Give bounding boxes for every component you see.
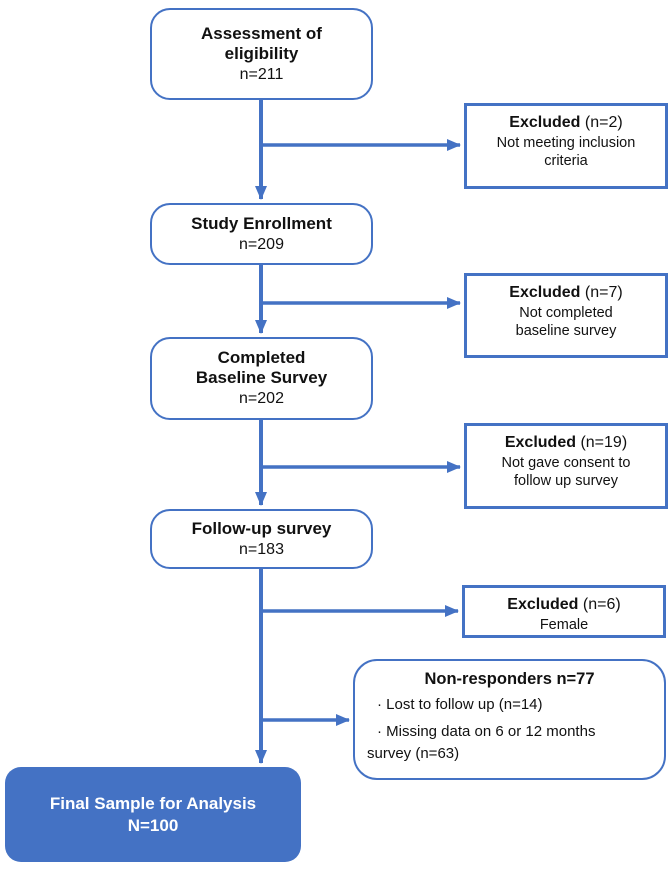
excluded-box-2: Excluded (n=7) Not completed baseline su… xyxy=(464,273,668,358)
non-responders-bullet-1: · Lost to follow up (n=14) xyxy=(377,696,543,713)
box-title: Study Enrollment xyxy=(191,213,332,233)
box-count: n=183 xyxy=(239,540,284,558)
excluded-box-4: Excluded (n=6) Female xyxy=(462,585,666,638)
non-responders-title: Non-responders n=77 xyxy=(424,670,595,688)
excluded-count: (n=2) xyxy=(580,114,623,131)
box-title: Follow-up survey xyxy=(191,518,332,538)
flow-box-followup-survey: Follow-up survey n=183 xyxy=(150,509,373,569)
excluded-box-3: Excluded (n=19) Not gave consent to foll… xyxy=(464,423,668,509)
box-title: Completed Baseline Survey xyxy=(195,348,328,388)
box-title: Assessment of eligibility xyxy=(201,23,322,63)
excluded-label: Excluded xyxy=(509,284,581,301)
final-box-title: Final Sample for Analysis xyxy=(49,794,257,814)
excluded-box-1: Excluded (n=2) Not meeting inclusion cri… xyxy=(464,103,668,189)
excluded-reason: Not completed baseline survey xyxy=(515,305,617,340)
excluded-label: Excluded xyxy=(509,114,581,131)
non-responders-bullet-2: · Missing data on 6 or 12 months survey … xyxy=(367,722,596,762)
excluded-reason: Not gave consent to follow up survey xyxy=(501,455,631,490)
excluded-reason: Not meeting inclusion criteria xyxy=(496,135,636,170)
excluded-reason: Female xyxy=(539,617,589,633)
excluded-label: Excluded xyxy=(504,434,576,451)
box-count: n=202 xyxy=(239,390,284,408)
final-box-count: N=100 xyxy=(127,815,179,835)
excluded-count: (n=6) xyxy=(578,596,621,613)
excluded-label: Excluded xyxy=(507,596,579,613)
box-count: n=211 xyxy=(239,65,284,83)
excluded-title: Excluded (n=6) xyxy=(507,595,620,615)
excluded-count: (n=7) xyxy=(580,284,623,301)
flow-box-assessment-of-eligibility: Assessment of eligibility n=211 xyxy=(150,8,373,100)
non-responders-box: Non-responders n=77 · Lost to follow up … xyxy=(353,659,666,780)
box-count: n=209 xyxy=(239,235,284,253)
excluded-count: (n=19) xyxy=(576,434,628,451)
excluded-title: Excluded (n=2) xyxy=(509,113,622,133)
final-sample-box: Final Sample for Analysis N=100 xyxy=(5,767,301,862)
excluded-title: Excluded (n=7) xyxy=(509,283,622,303)
flow-box-study-enrollment: Study Enrollment n=209 xyxy=(150,203,373,265)
flow-box-completed-baseline-survey: Completed Baseline Survey n=202 xyxy=(150,337,373,420)
excluded-title: Excluded (n=19) xyxy=(505,433,627,453)
